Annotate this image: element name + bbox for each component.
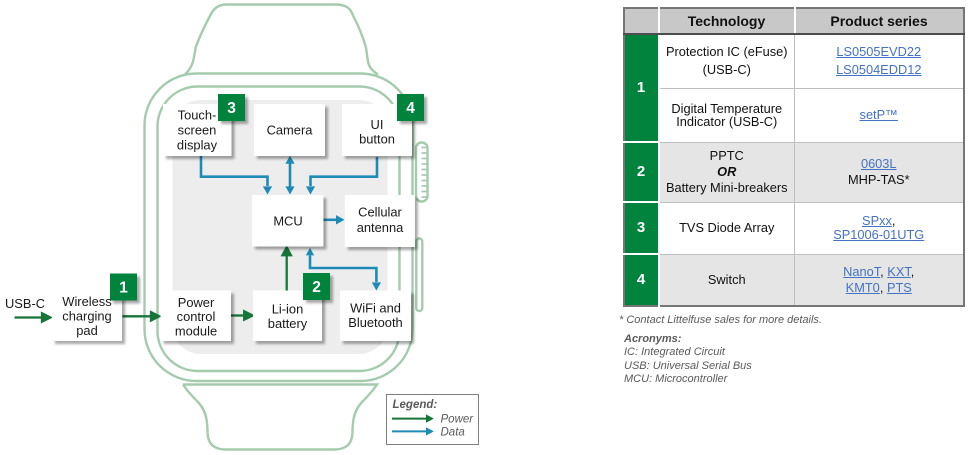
svg-text:pad: pad bbox=[76, 323, 98, 338]
svg-text:WiFi and: WiFi and bbox=[350, 301, 401, 316]
svg-text:USB-C: USB-C bbox=[5, 296, 45, 311]
svg-text:antenna: antenna bbox=[357, 220, 404, 235]
svg-text:control: control bbox=[177, 309, 216, 324]
svg-text:display: display bbox=[177, 138, 218, 153]
svg-text:Li-ion: Li-ion bbox=[272, 302, 304, 317]
svg-text:Touch-: Touch- bbox=[178, 108, 217, 123]
svg-text:Bluetooth: Bluetooth bbox=[348, 315, 402, 330]
svg-text:Power: Power bbox=[178, 295, 215, 310]
svg-text:module: module bbox=[175, 324, 217, 339]
svg-text:battery: battery bbox=[268, 316, 308, 331]
svg-text:charging: charging bbox=[62, 309, 111, 324]
svg-text:Legend:: Legend: bbox=[393, 399, 438, 411]
svg-text:4: 4 bbox=[406, 100, 415, 117]
svg-text:2: 2 bbox=[312, 279, 321, 296]
svg-text:3: 3 bbox=[227, 100, 236, 117]
svg-text:Camera: Camera bbox=[267, 123, 314, 138]
svg-text:MCU: MCU bbox=[273, 214, 302, 229]
svg-text:Wireless: Wireless bbox=[62, 294, 111, 309]
svg-text:1: 1 bbox=[119, 280, 128, 297]
svg-text:button: button bbox=[359, 132, 395, 147]
svg-text:Cellular: Cellular bbox=[358, 205, 402, 220]
svg-text:screen: screen bbox=[178, 123, 217, 138]
svg-text:Power: Power bbox=[441, 414, 475, 426]
svg-text:UI: UI bbox=[371, 117, 384, 132]
svg-text:Data: Data bbox=[441, 426, 465, 438]
